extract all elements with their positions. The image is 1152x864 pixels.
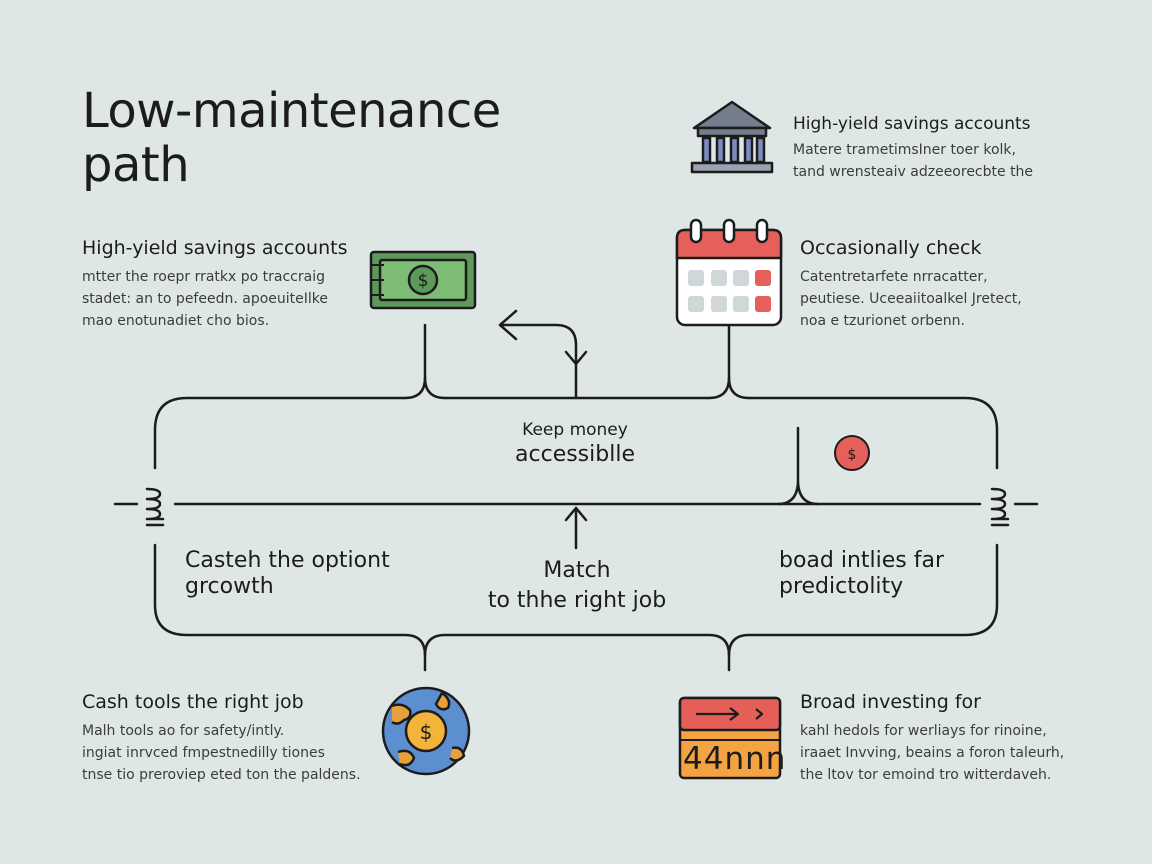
right-check-heading: Occasionally check [800,237,982,259]
bottom-right-line: kahl hedols for werliays for rinoine, [800,723,1047,739]
match-line: to thhe right job [487,588,667,613]
top-right-block: High-yield savings accounts Matere trame… [793,112,1033,183]
bank-icon [690,100,774,174]
lower-brace-middle [423,633,731,672]
right-check-block: Occasionally check Catentretarfete nrrac… [800,236,1022,332]
bottom-right-line: iraaet Invving, beains a foron taleurh, [800,745,1065,761]
left-middle-text: Casteh the optiont grcowth [185,546,390,602]
cash-icon: $ [369,250,477,310]
right-middle-line: boad intlies far [779,548,945,573]
spring-right-icon [990,487,1010,527]
keep-money-small: Keep money [522,420,628,440]
match-line: Match [543,558,611,583]
left-middle-line: Casteh the optiont [185,548,390,573]
top-right-line: tand wrensteaiv adzeeorecbte the [793,164,1034,180]
left-middle-line: grcowth [185,574,274,599]
globe-dollar-icon: $ [381,686,471,776]
center-divider [776,426,820,506]
bottom-left-line: ingiat inrvced fmpestnedilly tiones [82,745,325,761]
spring-left-icon [145,487,165,527]
left-savings-line: mao enotunadiet cho bios. [82,313,270,329]
ticket-icon [678,696,782,780]
bottom-left-heading: Cash tools the right job [82,691,304,713]
left-savings-block: High-yield savings accounts mtter the ro… [82,236,347,332]
keep-money-large: accessiblle [515,442,635,467]
match-label: Match to thhe right job [460,556,694,616]
left-savings-line: mtter the roepr rratkx po traccraig [82,269,325,285]
return-arrow [500,323,578,400]
right-middle-text: boad intlies far predictolity [779,546,944,602]
bottom-right-line: the ltov tor emoind tro witterdaveh. [800,767,1052,783]
right-check-line: noa e tzurionet orbenn. [800,313,965,329]
top-right-heading: High-yield savings accounts [793,114,1031,134]
left-savings-heading: High-yield savings accounts [82,237,348,259]
svg-text:$: $ [848,447,857,463]
bottom-left-block: Cash tools the right job Malh tools ao f… [82,690,361,786]
top-right-line: Matere trametimsIner toer kolk, [793,142,1016,158]
svg-text:$: $ [418,271,429,291]
upper-brace-left [153,396,407,470]
right-check-line: peutiese. Uceeaiitoalkel Jretect, [800,291,1022,307]
right-middle-line: predictolity [779,574,904,599]
svg-text:$: $ [420,720,433,744]
calendar-icon [675,218,783,327]
keep-money-label: Keep money accessiblle [460,420,690,470]
right-check-line: Catentretarfete nrracatter, [800,269,988,285]
ticket-number: 44nnn [683,741,787,777]
coin-icon: $ [834,435,870,471]
page-title: Low-maintenance path [82,83,501,193]
bottom-left-line: tnse tio preroviep eted ton the paldens. [82,767,361,783]
connector-right-top [707,323,731,400]
connector-left-top [403,323,427,400]
bottom-right-block: Broad investing for kahl hedols for werl… [800,690,1064,786]
left-savings-line: stadet: an to pefeedn. apoeuiteIlke [82,291,328,307]
bottom-left-line: Malh tools ao for safety/intly. [82,723,285,739]
upper-brace-right [747,396,999,470]
bottom-right-heading: Broad investing for [800,691,981,713]
lower-brace-left [153,543,427,672]
